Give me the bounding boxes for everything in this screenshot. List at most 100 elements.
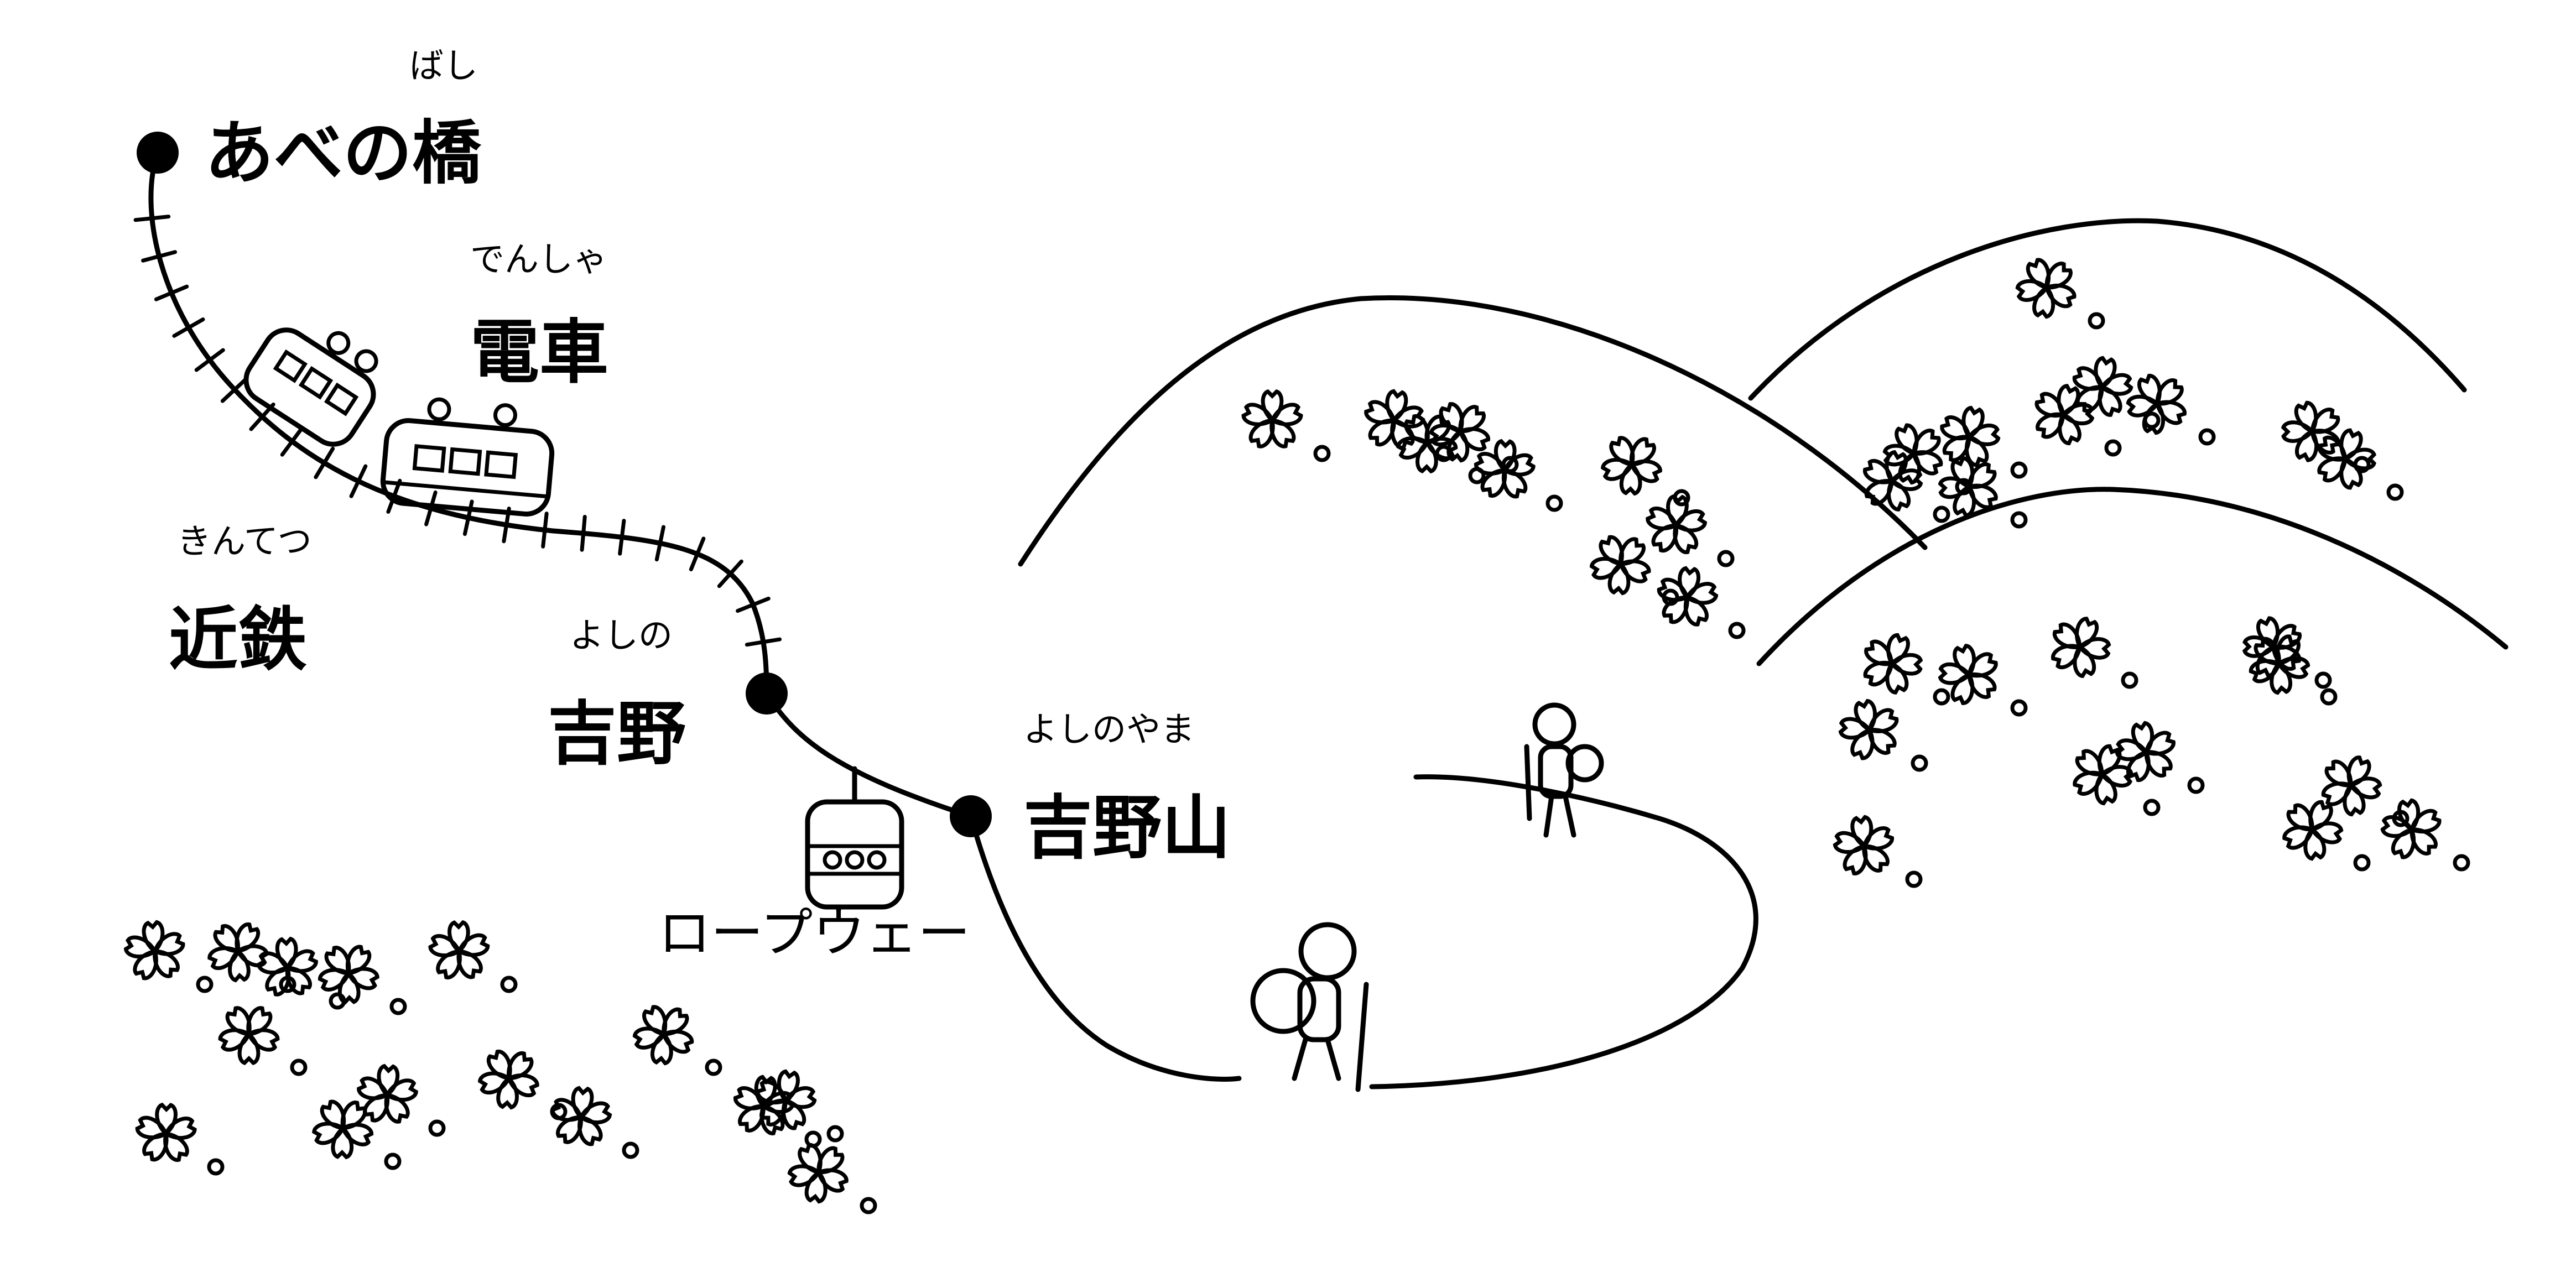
railway-tie bbox=[386, 478, 402, 514]
cherry-blossoms bbox=[123, 258, 2470, 1214]
blossom-bud-icon bbox=[428, 1119, 446, 1137]
cherry-blossom-icon bbox=[312, 1099, 374, 1160]
cherry-blossom-icon bbox=[1833, 815, 1894, 875]
station-reading-yoshinoyama: よしのやま bbox=[1023, 709, 1195, 749]
cherry-blossom-icon bbox=[787, 1143, 849, 1204]
cherry-blossom-icon bbox=[1938, 644, 1998, 705]
blossom-bud-icon bbox=[2088, 312, 2105, 330]
railway-ties bbox=[133, 215, 782, 647]
station-label-yoshinoyama: 吉野山 bbox=[1023, 788, 1231, 868]
mountain-icon bbox=[1748, 218, 2467, 401]
cherry-blossom-icon bbox=[2015, 258, 2077, 319]
railway-tie bbox=[194, 348, 225, 372]
cherry-blossom-icon bbox=[1838, 698, 1899, 760]
hiking-trail bbox=[968, 814, 1242, 1082]
cherry-blossom-icon bbox=[123, 920, 185, 981]
blossom-bud-icon bbox=[384, 1153, 402, 1170]
mountain-icon bbox=[1018, 295, 1928, 567]
railway-tie bbox=[717, 559, 743, 588]
blossom-bud-icon bbox=[1435, 445, 1453, 462]
station-reading-yoshino: よしの bbox=[570, 615, 673, 655]
cherry-blossom-icon bbox=[2115, 721, 2176, 782]
railway-tie bbox=[745, 637, 782, 647]
station-label-yoshino: 吉野 bbox=[548, 694, 686, 774]
station-dot-yoshino[interactable] bbox=[746, 672, 788, 715]
cherry-blossom-icon bbox=[1589, 535, 1651, 596]
blossom-bud-icon bbox=[1728, 622, 1746, 639]
cherry-blossom-icon bbox=[756, 1069, 817, 1130]
railway-label: 近鉄 bbox=[169, 600, 307, 680]
cherry-blossom-icon bbox=[1364, 389, 1425, 450]
blossom-bud-icon bbox=[196, 976, 214, 993]
cherry-blossom-icon bbox=[318, 945, 379, 1005]
blossom-bud-icon bbox=[1905, 870, 1923, 888]
station-reading-abenobashi: ばし bbox=[409, 45, 478, 86]
cherry-blossom-icon bbox=[2073, 744, 2133, 806]
blossom-bud-icon bbox=[290, 1058, 308, 1076]
cherry-blossom-icon bbox=[218, 1006, 280, 1066]
blossom-bud-icon bbox=[705, 1058, 722, 1076]
blossom-bud-icon bbox=[2320, 688, 2338, 706]
railway-tie bbox=[424, 490, 438, 526]
cherry-blossom-icon bbox=[2282, 800, 2344, 861]
cherry-blossom-icon bbox=[2072, 356, 2133, 417]
blossom-bud-icon bbox=[2010, 699, 2028, 717]
cherry-blossom-icon bbox=[1938, 456, 1998, 518]
hiking-trail bbox=[1369, 774, 1758, 1089]
cherry-blossom-icon bbox=[1863, 450, 1923, 512]
blossom-bud-icon bbox=[2010, 511, 2028, 529]
hiker-icon bbox=[1524, 702, 1604, 838]
blossom-bud-icon bbox=[2353, 854, 2371, 872]
cherry-blossom-icon bbox=[135, 1102, 197, 1162]
blossom-bud-icon bbox=[2314, 671, 2332, 689]
blossom-bud-icon bbox=[2453, 854, 2470, 872]
cherry-blossom-icon bbox=[2321, 755, 2382, 817]
blossom-bud-icon bbox=[2386, 483, 2404, 501]
cherry-blossom-icon bbox=[2034, 384, 2095, 446]
cherry-blossom-icon bbox=[257, 936, 318, 997]
railway-tie bbox=[280, 426, 304, 457]
cherry-blossom-icon bbox=[2249, 634, 2310, 695]
blossom-bud-icon bbox=[1933, 688, 1950, 706]
train-icon bbox=[380, 397, 555, 517]
blossom-bud-icon bbox=[2121, 671, 2138, 689]
railway-tie bbox=[654, 525, 665, 562]
train-label: 電車 bbox=[470, 312, 608, 393]
blossom-bud-icon bbox=[1313, 445, 1331, 462]
blossom-bud-icon bbox=[826, 1125, 844, 1143]
blossom-bud-icon bbox=[2187, 776, 2205, 794]
railway-tie bbox=[172, 317, 205, 338]
blossom-bud-icon bbox=[1501, 456, 1519, 473]
cherry-blossom-icon bbox=[632, 1005, 694, 1066]
cherry-blossom-icon bbox=[1241, 389, 1303, 449]
ropeway-cabin-icon bbox=[805, 766, 904, 910]
cherry-blossom-icon bbox=[1601, 436, 1662, 496]
railway-tie bbox=[541, 512, 549, 549]
cherry-blossom-icon bbox=[1940, 405, 2001, 467]
cherry-blossom-icon bbox=[2126, 374, 2187, 435]
blossom-bud-icon bbox=[389, 998, 407, 1015]
cherry-blossom-icon bbox=[1429, 402, 1490, 463]
blossom-bud-icon bbox=[2198, 428, 2216, 446]
ropeway-label: ロープウェー bbox=[658, 903, 970, 964]
cherry-blossom-icon bbox=[207, 922, 269, 983]
cherry-blossom-icon bbox=[1863, 633, 1923, 695]
blossom-bud-icon bbox=[2104, 439, 2122, 457]
blossom-bud-icon bbox=[860, 1197, 877, 1214]
cherry-blossom-icon bbox=[2317, 428, 2377, 490]
blossom-bud-icon bbox=[500, 976, 518, 993]
station-dot-abenobashi[interactable] bbox=[137, 132, 179, 174]
cherry-blossom-icon bbox=[357, 1063, 418, 1124]
station-label-abenobashi: あべの橋 bbox=[205, 113, 482, 194]
cherry-blossom-icon bbox=[2281, 400, 2340, 462]
blossom-bud-icon bbox=[1933, 505, 1950, 523]
train-icon bbox=[243, 327, 378, 447]
blossom-bud-icon bbox=[1911, 754, 1928, 772]
railway-tie bbox=[736, 596, 771, 613]
railway-tie bbox=[141, 250, 178, 263]
station-dot-yoshinoyama[interactable] bbox=[950, 795, 992, 837]
mountain-icon bbox=[1756, 487, 2509, 666]
cherry-blossom-icon bbox=[477, 1050, 539, 1110]
railway-tie bbox=[689, 536, 706, 572]
